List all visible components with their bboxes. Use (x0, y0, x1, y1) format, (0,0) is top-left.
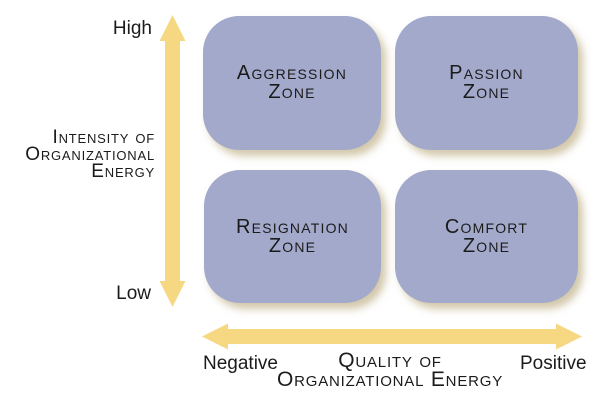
vertical-axis-arrow (159, 15, 186, 307)
x-axis-positive-label: Positive (520, 353, 587, 374)
horizontal-axis-arrow (202, 323, 582, 350)
y-axis-title-line-1: Intensity of (52, 127, 155, 148)
quadrant-label-line: Aggression (236, 62, 348, 84)
quadrant-resignation-zone: Resignation Zone (204, 170, 381, 303)
quadrant-label-line: Comfort (444, 215, 529, 238)
quadrant-label-line: Resignation (236, 215, 349, 238)
quadrant-label-line: Passion (449, 62, 524, 84)
quadrant-label-line: Zone (268, 81, 316, 103)
y-axis-title-line-2: Organizational (25, 144, 155, 165)
y-axis-low-label: Low (116, 283, 151, 304)
quadrant-label-line: Zone (268, 234, 317, 257)
x-axis-title-line-2: Organizational Energy (276, 368, 504, 391)
quadrant-label-line: Zone (462, 81, 511, 103)
quadrant-aggression-zone: Aggression Zone (203, 16, 381, 150)
y-axis-title-line-3: Energy (91, 161, 155, 182)
vertical-arrow-shape (159, 15, 186, 307)
y-axis-high-label: High (112, 18, 152, 39)
x-axis-negative-label: Negative (203, 353, 278, 374)
horizontal-arrow-shape (202, 323, 582, 350)
y-axis-title: Intensity of Organizational Energy (0, 127, 155, 182)
x-axis-title-line-1: Quality of (338, 349, 442, 372)
quadrant-label-line: Zone (462, 234, 511, 257)
x-axis-title: Quality of Organizational Energy (240, 349, 540, 391)
quadrant-passion-zone: Passion Zone (395, 16, 578, 150)
quadrant-comfort-zone: Comfort Zone (395, 170, 578, 303)
